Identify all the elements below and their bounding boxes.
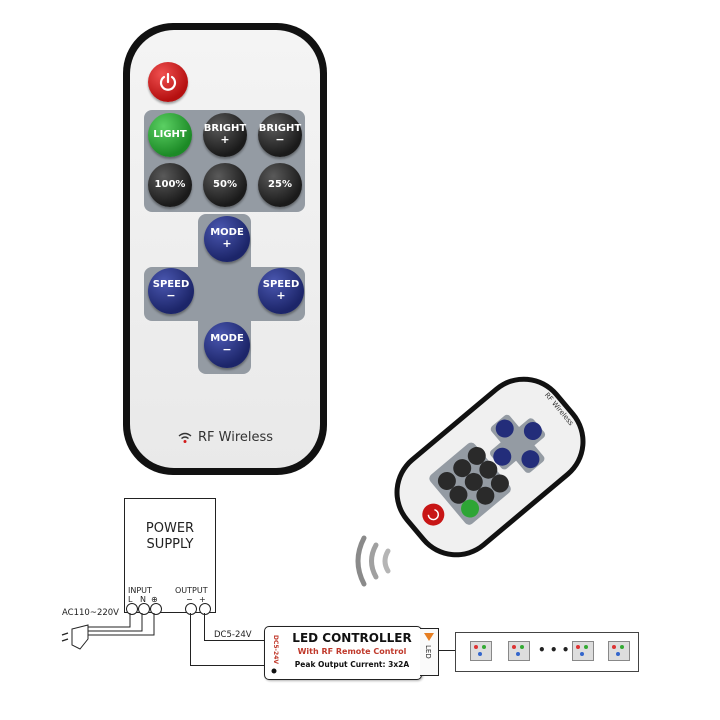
- brightness-50-label: 50%: [213, 178, 237, 190]
- speed-up-button[interactable]: SPEED +: [258, 268, 304, 314]
- strip-continuation-dots: • • • •: [538, 643, 582, 657]
- led-controller-box: DC5-24V LED CONTROLLER With RF Remote Co…: [264, 626, 422, 680]
- speed-down-sign: −: [166, 289, 176, 303]
- term-minus-label: −: [186, 595, 193, 604]
- bright-up-button[interactable]: BRIGHT +: [203, 113, 247, 157]
- small-mode-down: [521, 450, 540, 469]
- controller-peak-current: Peak Output Current: 3x2A: [294, 660, 410, 669]
- wifi-icon: [178, 432, 192, 443]
- term-l-label: L: [128, 595, 133, 604]
- output-label: OUTPUT: [175, 586, 208, 595]
- term-plus-label: +: [199, 595, 206, 604]
- power-button[interactable]: [148, 62, 188, 102]
- light-button[interactable]: LIGHT: [148, 113, 192, 157]
- led-chip-1: [470, 641, 492, 661]
- small-light-button: [461, 499, 480, 518]
- controller-input-port: DC5-24V: [271, 635, 279, 674]
- controller-subtitle: With RF Remote Control: [297, 647, 407, 656]
- small-power-button: [422, 503, 445, 526]
- input-label: INPUT: [128, 586, 152, 595]
- light-label: LIGHT: [153, 128, 187, 140]
- controller-led-label: LED: [424, 645, 432, 659]
- power-icon: [159, 72, 177, 91]
- speed-up-label: SPEED: [262, 278, 300, 290]
- ac-voltage-label: AC110~220V: [62, 608, 119, 618]
- controller-led-port: LED: [420, 628, 439, 676]
- signal-waves-icon: [355, 535, 391, 587]
- bright-up-label: BRIGHT: [203, 122, 247, 134]
- speed-down-label: SPEED: [152, 278, 190, 290]
- small-btn-3: [453, 459, 472, 478]
- small-btn-2: [449, 485, 468, 504]
- term-n-label: N: [140, 595, 146, 604]
- power-supply-title: POWER SUPPLY: [125, 521, 215, 553]
- terminal-plus: [199, 603, 211, 615]
- rf-wireless-text: RF Wireless: [198, 430, 274, 445]
- mode-up-sign: +: [222, 237, 232, 251]
- small-btn-7: [479, 460, 498, 479]
- small-btn-5: [476, 486, 495, 505]
- terminal-ground: [150, 603, 162, 615]
- mode-down-sign: −: [222, 343, 232, 357]
- speed-down-button[interactable]: SPEED −: [148, 268, 194, 314]
- mode-up-label: MODE: [210, 226, 244, 238]
- bright-down-sign: −: [275, 133, 285, 147]
- mode-up-button[interactable]: MODE +: [204, 216, 250, 262]
- mode-down-button[interactable]: MODE −: [204, 322, 250, 368]
- power-supply-line2: SUPPLY: [146, 537, 194, 552]
- dc-wire-minus: [190, 613, 191, 665]
- power-supply-box: POWER SUPPLY: [124, 498, 216, 594]
- controller-side-label: DC5-24V: [272, 635, 279, 664]
- dc-voltage-label: DC5-24V: [214, 630, 252, 640]
- dc-wire-plus: [204, 613, 205, 640]
- rf-wireless-label: RF Wireless: [178, 430, 288, 445]
- led-strip: • • • •: [455, 632, 639, 672]
- led-chip-3: [572, 641, 594, 661]
- bright-up-sign: +: [220, 133, 230, 147]
- small-btn-4: [464, 472, 483, 491]
- brightness-100-button[interactable]: 100%: [148, 163, 192, 207]
- brightness-100-label: 100%: [154, 178, 186, 190]
- small-mode-up: [495, 419, 514, 438]
- small-btn-8: [490, 474, 509, 493]
- small-btn-6: [467, 446, 486, 465]
- small-btn-1: [437, 471, 456, 490]
- term-ground-label: ⊕: [151, 595, 158, 604]
- speed-up-sign: +: [276, 289, 286, 303]
- rf-remote-small: RF Wireless: [394, 376, 586, 558]
- brightness-50-button[interactable]: 50%: [203, 163, 247, 207]
- led-chip-2: [508, 641, 530, 661]
- small-speed-down: [493, 447, 512, 466]
- terminal-l: [126, 603, 138, 615]
- brightness-25-label: 25%: [268, 178, 292, 190]
- dc-wire-minus-h: [190, 665, 264, 666]
- ac-plug-icon: [61, 613, 155, 650]
- terminal-n: [138, 603, 150, 615]
- terminal-minus: [185, 603, 197, 615]
- led-chip-4: [608, 641, 630, 661]
- power-supply-line1: POWER: [145, 521, 195, 536]
- small-speed-up: [523, 422, 542, 441]
- dc-wire-plus-h: [204, 640, 264, 641]
- led-port-icon: LED: [424, 633, 434, 659]
- small-power-icon: [427, 508, 440, 521]
- controller-title: LED CONTROLLER: [292, 631, 412, 645]
- bright-down-button[interactable]: BRIGHT −: [258, 113, 302, 157]
- mode-down-label: MODE: [210, 332, 244, 344]
- bright-down-label: BRIGHT: [258, 122, 302, 134]
- brightness-25-button[interactable]: 25%: [258, 163, 302, 207]
- led-wire: [438, 650, 455, 651]
